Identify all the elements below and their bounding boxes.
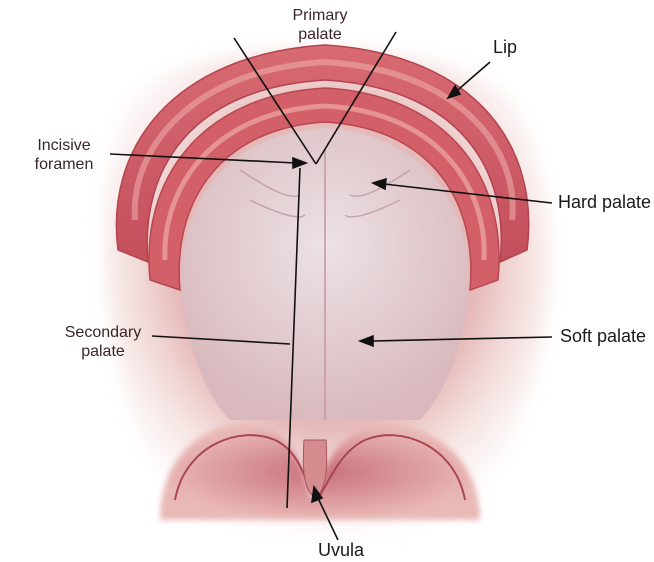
label-primary-palate: Primary palate [283,6,357,44]
label-primary-palate-line2: palate [283,25,357,44]
label-secondary-palate-line1: Secondary [52,323,154,342]
label-primary-palate-line1: Primary [283,6,357,25]
label-secondary-palate-line2: palate [52,342,154,361]
label-incisive-foramen: Incisive foramen [18,136,110,174]
label-incisive-foramen-line2: foramen [18,155,110,174]
label-lip: Lip [493,37,517,57]
palate-surface [181,128,468,420]
label-incisive-foramen-line1: Incisive [18,136,110,155]
label-hard-palate: Hard palate [558,192,651,212]
label-secondary-palate: Secondary palate [52,323,154,361]
label-uvula: Uvula [318,540,364,560]
label-soft-palate: Soft palate [560,326,646,346]
